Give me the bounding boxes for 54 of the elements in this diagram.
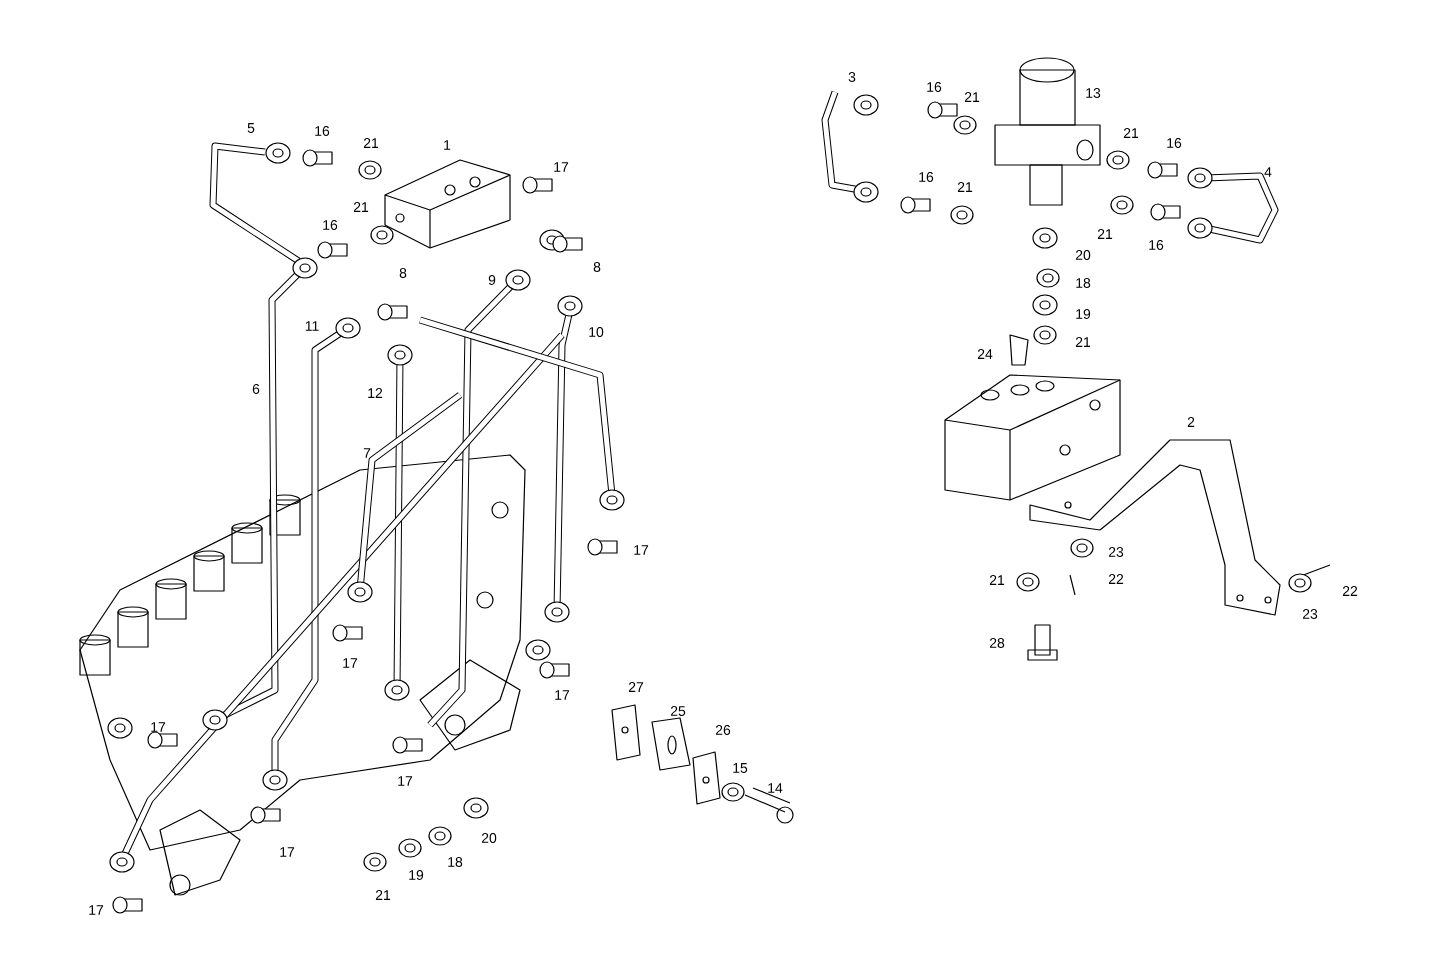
callout-number: 28 <box>989 638 1005 648</box>
callout-number: 2 <box>1187 417 1195 427</box>
callout-number: 8 <box>399 268 407 278</box>
callout-number: 4 <box>1264 167 1272 177</box>
callout-number: 9 <box>488 275 496 285</box>
callout-number: 22 <box>1342 586 1358 596</box>
callout-number: 17 <box>89 905 104 915</box>
callout-number: 14 <box>768 783 783 793</box>
callout-number: 21 <box>957 182 973 192</box>
callout-number: 17 <box>343 658 358 668</box>
callout-number: 1 <box>444 140 451 150</box>
callout-number: 25 <box>670 706 686 716</box>
callout-number: 21 <box>1123 128 1139 138</box>
callout-number: 26 <box>715 725 731 735</box>
callout-number: 24 <box>977 349 993 359</box>
callout-number: 19 <box>409 870 424 880</box>
callout-number: 16 <box>323 220 338 230</box>
callout-number: 17 <box>554 162 569 172</box>
callout-number: 16 <box>927 82 942 92</box>
callout-number: 20 <box>1075 250 1091 260</box>
callout-number: 18 <box>448 857 463 867</box>
callout-number: 11 <box>305 321 319 331</box>
callout-number: 8 <box>593 262 601 272</box>
callout-number: 20 <box>481 833 497 843</box>
callout-number: 6 <box>252 384 260 394</box>
callout-number: 21 <box>1075 337 1091 347</box>
callout-number: 17 <box>555 690 570 700</box>
callout-number: 5 <box>247 123 255 133</box>
callout-number: 17 <box>634 545 649 555</box>
callout-number: 21 <box>363 138 379 148</box>
callout-number: 21 <box>375 890 391 900</box>
callout-number: 17 <box>151 722 166 732</box>
callout-number: 23 <box>1302 609 1318 619</box>
callout-number: 16 <box>1149 240 1164 250</box>
callout-number: 22 <box>1108 574 1124 584</box>
callout-number: 21 <box>1097 229 1113 239</box>
callout-number: 27 <box>628 682 644 692</box>
callout-number: 10 <box>589 327 604 337</box>
callout-number: 18 <box>1076 278 1091 288</box>
callout-number: 19 <box>1076 309 1091 319</box>
callout-number: 17 <box>398 776 413 786</box>
callout-number: 21 <box>964 92 980 102</box>
callout-number: 13 <box>1086 88 1101 98</box>
callout-number: 12 <box>368 388 383 398</box>
callout-number: 3 <box>848 72 856 82</box>
callout-number: 23 <box>1108 547 1124 557</box>
callout-number: 15 <box>733 763 748 773</box>
callout-number: 7 <box>363 448 371 458</box>
callout-number: 16 <box>919 172 934 182</box>
callout-number: 17 <box>280 847 295 857</box>
callout-number: 21 <box>353 202 369 212</box>
callout-number: 16 <box>315 126 330 136</box>
callout-number: 21 <box>989 575 1005 585</box>
callout-number: 16 <box>1167 138 1182 148</box>
